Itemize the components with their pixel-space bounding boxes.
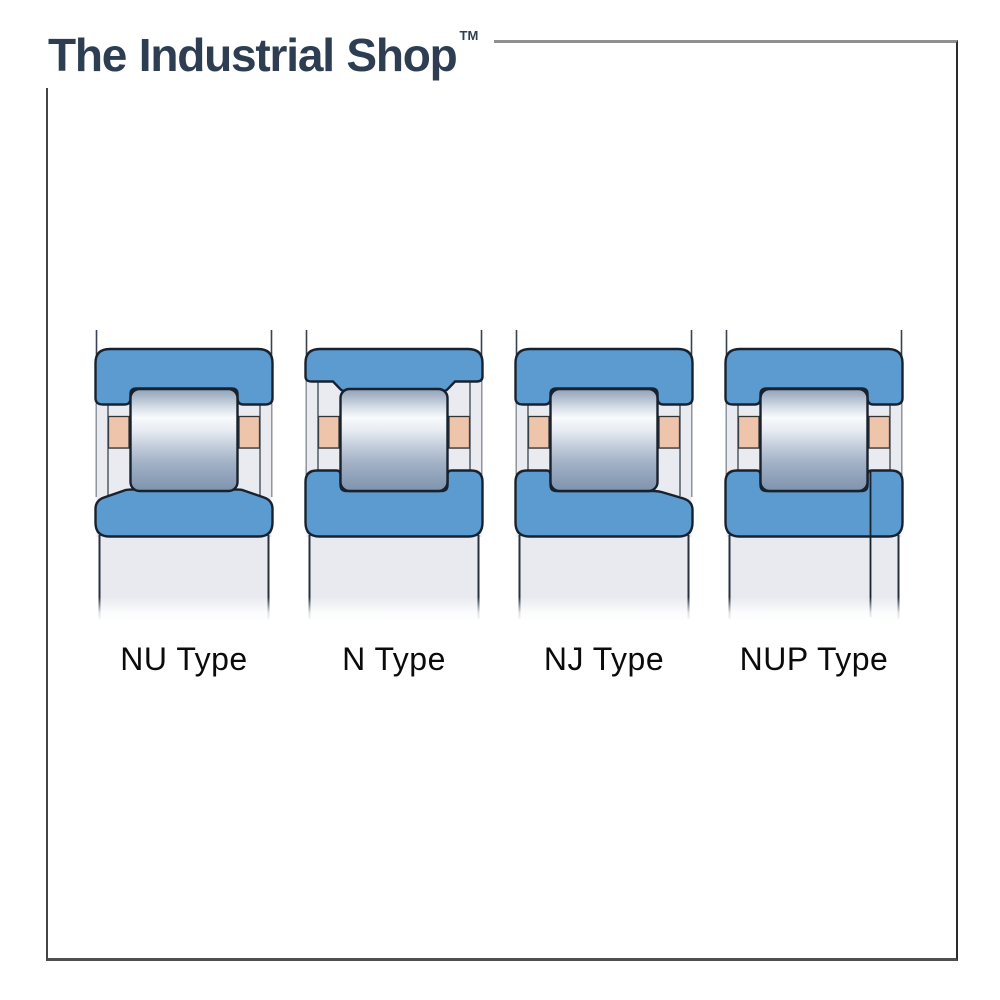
shaft-fade xyxy=(514,597,694,623)
bearing-label-nu: NU Type xyxy=(120,641,248,677)
roller xyxy=(129,387,239,493)
shaft-fade xyxy=(724,597,904,623)
bore-lines xyxy=(107,404,261,496)
bearing-cross-section-nu xyxy=(94,330,274,623)
bearing-figure-n: N Type xyxy=(304,327,484,699)
cage-right xyxy=(658,415,681,449)
bearing-figure-nup: NUP Type xyxy=(724,327,904,699)
brand-logo: The Industrial Shop TM xyxy=(40,8,495,88)
cage-left xyxy=(737,415,760,449)
bearing-cross-section-n xyxy=(304,330,484,623)
bearing-label-n: N Type xyxy=(342,641,446,677)
cage-left xyxy=(317,415,340,449)
trademark-symbol: TM xyxy=(459,28,479,43)
bearing-figure-nu: NU Type xyxy=(94,327,274,699)
bearing-cross-section-nup xyxy=(724,330,904,623)
brand-name: The Industrial Shop xyxy=(48,29,458,81)
bearing-figure-nj: NJ Type xyxy=(514,327,694,699)
cage-right xyxy=(868,415,891,449)
cage-right xyxy=(448,415,471,449)
cage-left xyxy=(107,415,130,449)
roller xyxy=(549,387,659,493)
roller xyxy=(339,387,449,493)
bearing-label-nup: NUP Type xyxy=(739,641,889,677)
cage-left xyxy=(527,415,550,449)
cage-right xyxy=(238,415,261,449)
bore-lines xyxy=(317,381,471,471)
shaft-fade xyxy=(94,597,274,623)
bore-lines xyxy=(737,404,891,471)
inner-ring xyxy=(94,488,274,538)
bore-lines xyxy=(527,404,681,496)
roller xyxy=(759,387,869,493)
bearing-label-nj: NJ Type xyxy=(543,641,665,677)
shaft-fade xyxy=(304,597,484,623)
bearing-cross-section-nj xyxy=(514,330,694,623)
page-border-frame xyxy=(46,40,958,961)
